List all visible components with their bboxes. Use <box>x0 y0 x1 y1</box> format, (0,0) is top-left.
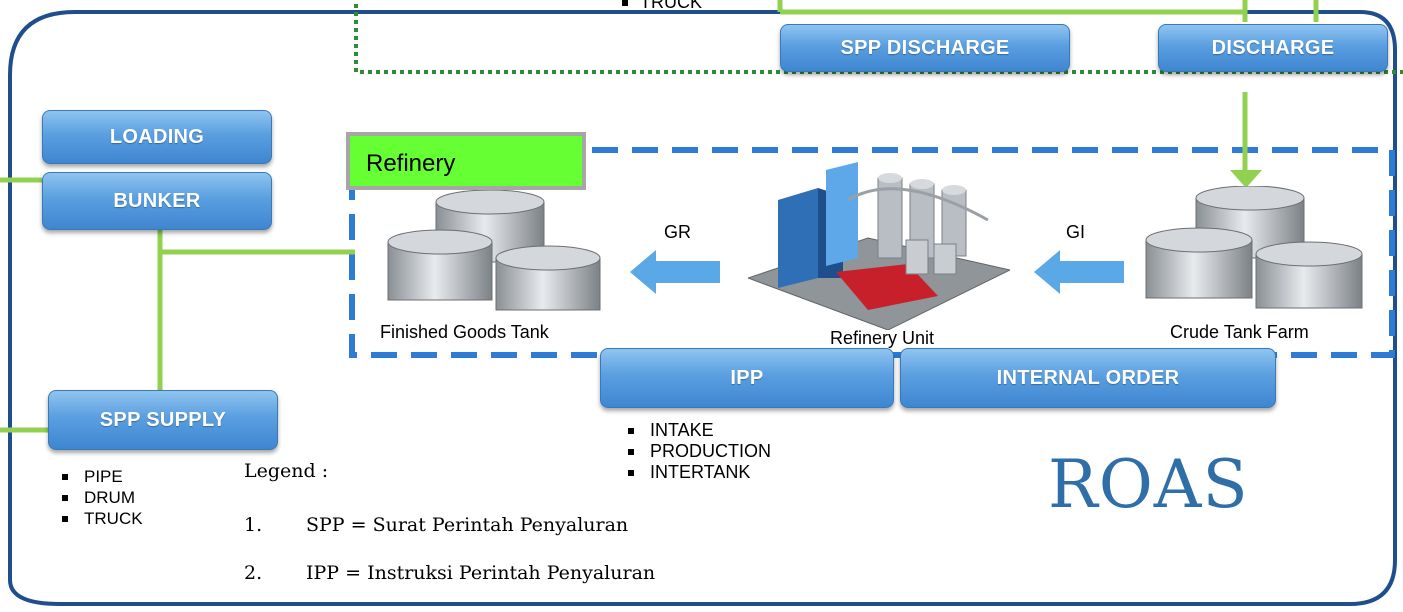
tank-cluster-icon <box>1145 186 1363 309</box>
arrow-down-icon <box>1230 170 1262 188</box>
legend-item-text: IPP = Instruksi Perintah Penyaluran <box>306 562 656 584</box>
spp-supply-item-list: PIPE DRUM TRUCK <box>56 466 143 529</box>
tank-cluster-icon <box>387 190 601 311</box>
arrow-left-icon <box>630 250 720 294</box>
gi-label: GI <box>1066 222 1086 242</box>
ipp-item-list: INTAKE PRODUCTION INTERTANK <box>622 420 771 483</box>
list-item: TRUCK <box>56 508 143 529</box>
legend-item-text: SPP = Surat Perintah Penyaluran <box>306 514 629 536</box>
spp-discharge-button[interactable]: SPP DISCHARGE <box>780 24 1070 72</box>
refinery-plant-icon <box>748 162 1010 330</box>
main-frame <box>8 10 1397 606</box>
top-bullet-icon <box>622 0 628 6</box>
discharge-button[interactable]: DISCHARGE <box>1158 24 1388 72</box>
gr-label: GR <box>664 222 691 242</box>
finished-goods-tank-label: Finished Goods Tank <box>380 322 549 342</box>
arrow-left-icon <box>1034 250 1124 294</box>
legend-item-number: 2. <box>244 562 263 584</box>
brand-logo-text: ROAS <box>1048 446 1249 523</box>
connector-lines <box>0 0 1319 433</box>
list-item: INTERTANK <box>622 462 771 483</box>
internal-order-button[interactable]: INTERNAL ORDER <box>900 348 1276 408</box>
list-item: INTAKE <box>622 420 771 441</box>
spp-supply-button[interactable]: SPP SUPPLY <box>48 390 278 450</box>
crude-tank-farm-label: Crude Tank Farm <box>1170 322 1309 342</box>
ipp-button[interactable]: IPP <box>600 348 894 408</box>
refinery-label-box: Refinery <box>346 132 586 190</box>
refinery-label: Refinery <box>366 150 456 177</box>
legend-item-number: 1. <box>244 514 263 536</box>
list-item: DRUM <box>56 487 143 508</box>
loading-button[interactable]: LOADING <box>42 110 272 164</box>
legend-title: Legend : <box>244 460 329 482</box>
list-item: PRODUCTION <box>622 441 771 462</box>
refinery-unit-label: Refinery Unit <box>830 328 935 348</box>
top-partial-text: TRUCK <box>640 0 702 12</box>
dotted-region <box>354 0 1403 74</box>
list-item: PIPE <box>56 466 143 487</box>
bunker-button[interactable]: BUNKER <box>42 172 272 230</box>
